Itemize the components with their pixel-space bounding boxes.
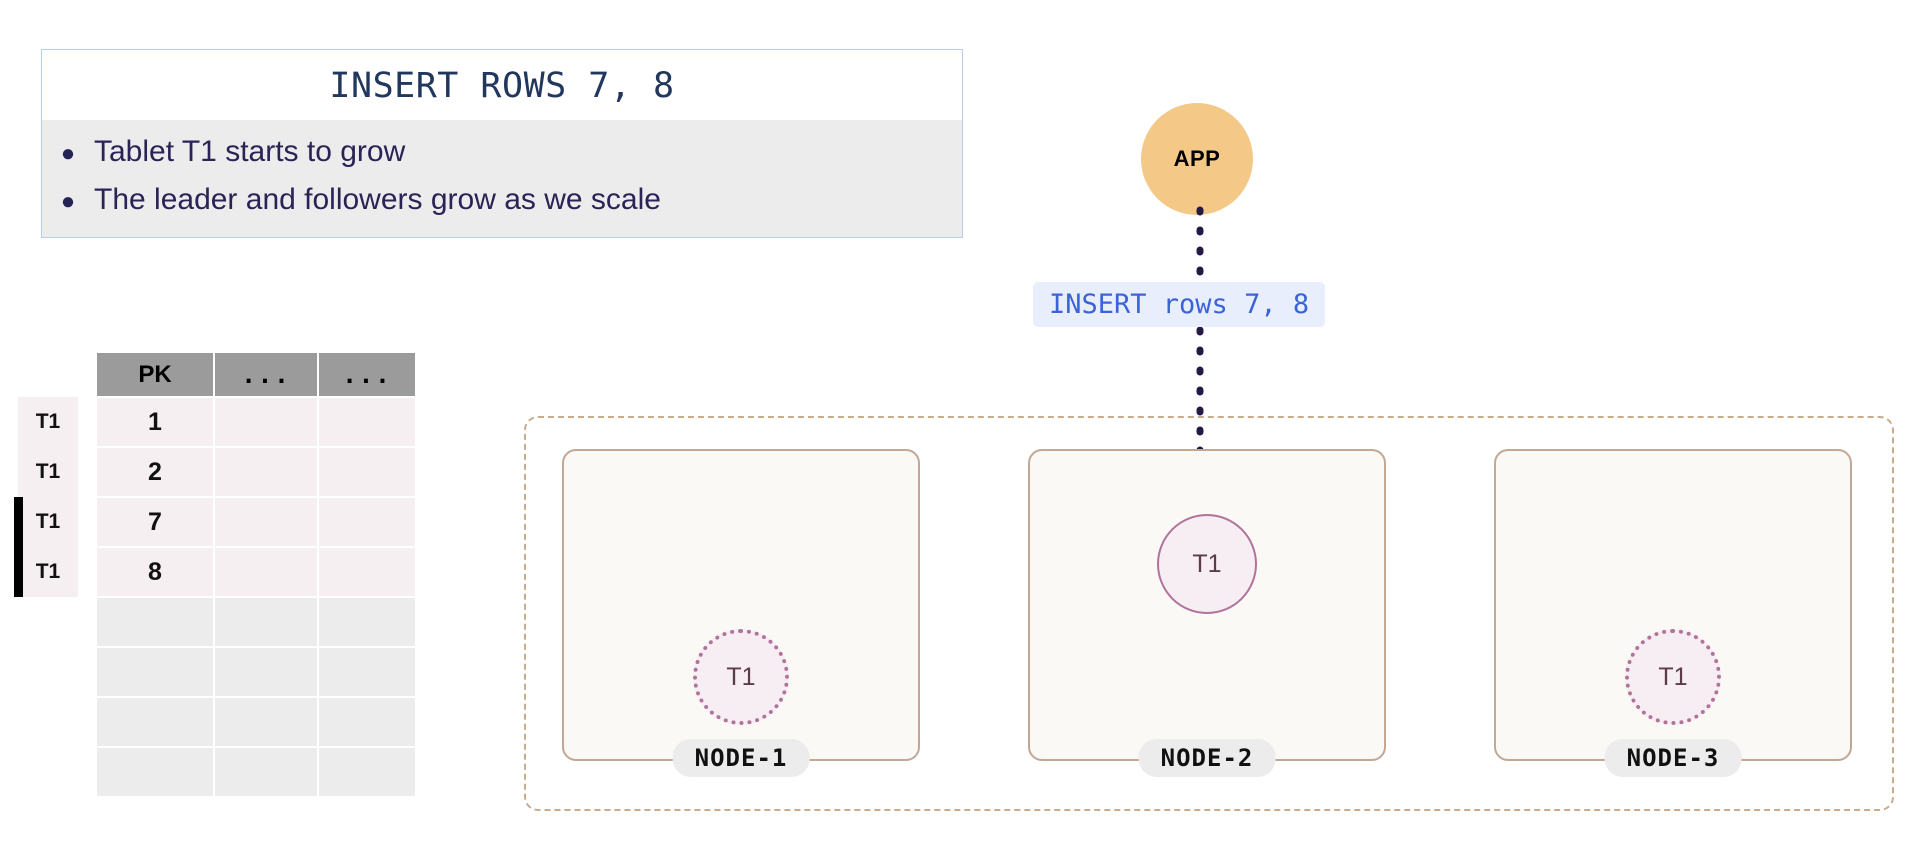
cell-col2 xyxy=(214,497,318,547)
node-2-label: NODE-2 xyxy=(1138,739,1276,777)
cell-col3 xyxy=(318,647,416,697)
table-row: T1 7 xyxy=(14,497,416,547)
bullet-text: Tablet T1 starts to grow xyxy=(94,135,406,168)
cell-col3 xyxy=(318,597,416,647)
table-row: T1 8 xyxy=(14,547,416,597)
cell-col2 xyxy=(214,547,318,597)
cell-col3 xyxy=(318,547,416,597)
table-row-empty xyxy=(18,697,416,747)
cell-col2 xyxy=(214,697,318,747)
cell-col2 xyxy=(214,397,318,447)
column-header-pk: PK xyxy=(96,352,214,397)
cell-pk xyxy=(96,597,214,647)
tablet-follower-t1: T1 xyxy=(693,629,789,725)
node-1: T1 NODE-1 xyxy=(562,449,920,777)
tablet-follower-t1: T1 xyxy=(1625,629,1721,725)
list-item: ● The leader and followers grow as we sc… xyxy=(42,176,962,224)
cell-pk: 8 xyxy=(96,547,214,597)
tablet-leader-t1: T1 xyxy=(1157,514,1257,614)
tag-cell-spacer xyxy=(18,697,78,747)
cell-pk xyxy=(96,647,214,697)
tag-cell-spacer xyxy=(18,597,78,647)
table-row-empty xyxy=(18,747,416,797)
cell-pk: 1 xyxy=(96,397,214,447)
cell-col3 xyxy=(318,447,416,497)
tag-cell-spacer xyxy=(18,647,78,697)
cell-pk xyxy=(96,747,214,797)
column-header-ellipsis-2: ... xyxy=(318,352,416,397)
row-tablet-tag: T1 xyxy=(18,397,78,447)
table-row-empty xyxy=(18,597,416,647)
node-3: T1 NODE-3 xyxy=(1494,449,1852,777)
tablet-rows-table: PK ... ... T1 1 T1 2 T1 7 T1 8 xyxy=(14,352,416,797)
cell-col3 xyxy=(318,497,416,547)
app-node: APP xyxy=(1141,103,1253,215)
cell-col2 xyxy=(214,597,318,647)
table-header-row: PK ... ... xyxy=(18,352,416,397)
row-tablet-tag: T1 xyxy=(18,447,78,497)
tag-cell-spacer xyxy=(18,747,78,797)
column-header-ellipsis-1: ... xyxy=(214,352,318,397)
table-row: T1 1 xyxy=(18,397,416,447)
cluster-boundary: T1 NODE-1 T1 NODE-2 T1 NODE-3 xyxy=(524,416,1894,811)
cell-col3 xyxy=(318,397,416,447)
node-3-label: NODE-3 xyxy=(1604,739,1742,777)
node-1-label: NODE-1 xyxy=(672,739,810,777)
list-item: ● Tablet T1 starts to grow xyxy=(42,128,962,176)
cell-col2 xyxy=(214,647,318,697)
tag-cell-spacer xyxy=(18,352,78,397)
bullet-dot-icon: ● xyxy=(60,187,76,215)
cell-pk: 7 xyxy=(96,497,214,547)
cell-col3 xyxy=(318,697,416,747)
node-2: T1 NODE-2 xyxy=(1028,449,1386,777)
callout-title: INSERT ROWS 7, 8 xyxy=(42,50,962,120)
row-tablet-tag-highlighted: T1 xyxy=(14,497,78,547)
callout-panel: INSERT ROWS 7, 8 ● Tablet T1 starts to g… xyxy=(41,49,963,238)
table-row: T1 2 xyxy=(18,447,416,497)
bullet-dot-icon: ● xyxy=(60,140,76,167)
row-tablet-tag-highlighted: T1 xyxy=(14,547,78,597)
callout-bullet-list: ● Tablet T1 starts to grow ● The leader … xyxy=(42,120,962,237)
cell-col2 xyxy=(214,747,318,797)
cell-pk: 2 xyxy=(96,447,214,497)
query-label: INSERT rows 7, 8 xyxy=(1033,282,1326,327)
bullet-text: The leader and followers grow as we scal… xyxy=(94,182,661,216)
cell-col2 xyxy=(214,447,318,497)
cell-pk xyxy=(96,697,214,747)
table-row-empty xyxy=(18,647,416,697)
cell-col3 xyxy=(318,747,416,797)
